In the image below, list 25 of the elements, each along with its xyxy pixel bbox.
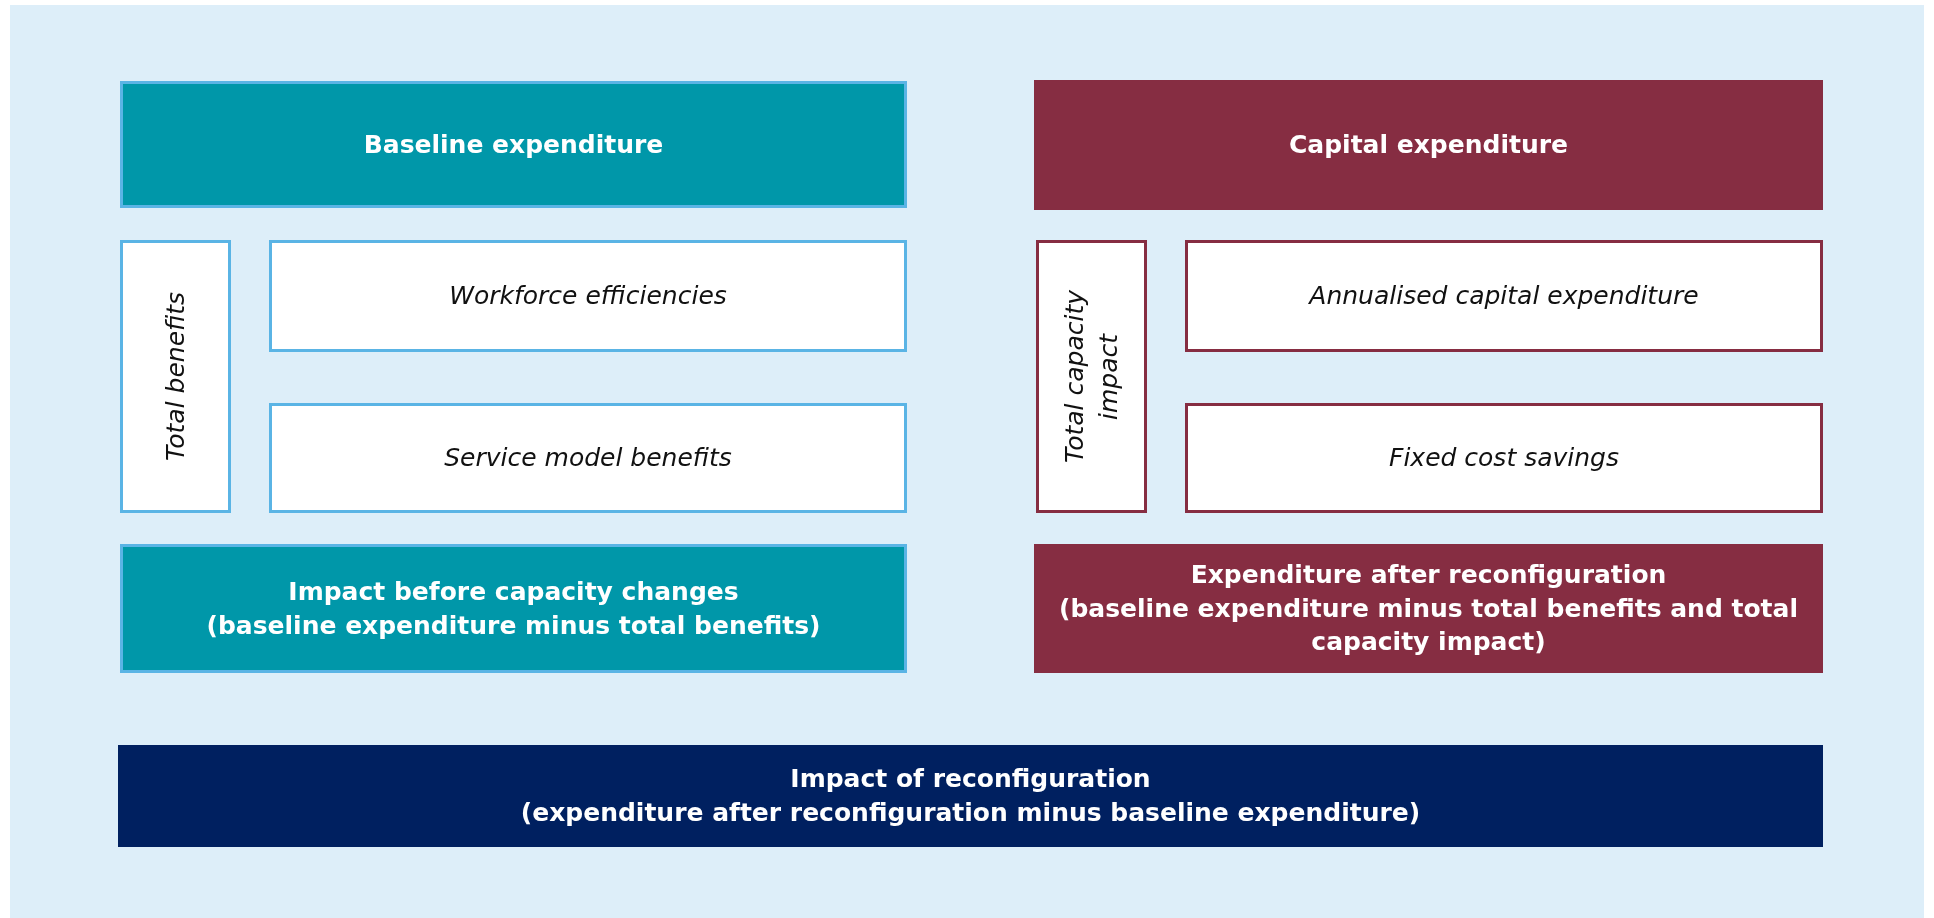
box-title: Annualised capital expenditure [1309, 280, 1699, 313]
box-title: Baseline expenditure [363, 128, 664, 161]
box-title: Impact before capacity changes [288, 575, 739, 608]
side-box [1036, 240, 1147, 513]
result-box [120, 544, 907, 673]
box-title: Total capacity impact [1058, 289, 1124, 466]
item-box [1185, 240, 1823, 352]
item-box [269, 403, 907, 513]
box-subtitle: (baseline expenditure minus total benefits) [206, 609, 821, 642]
box-title: Expenditure after reconfiguration [1190, 558, 1667, 591]
heading-box [1034, 80, 1823, 210]
result-box [1034, 544, 1823, 673]
box-title: Total benefits [159, 292, 191, 461]
box-title: Fixed cost savings [1389, 442, 1619, 475]
box-title: Service model benefits [444, 442, 732, 475]
box-title: Impact of reconfiguration [790, 763, 1151, 796]
heading-box [120, 81, 907, 208]
box-subtitle: (expenditure after reconfiguration minus baseline expenditure) [520, 797, 1421, 829]
side-box [120, 240, 231, 513]
box-subtitle: (baseline expenditure minus total benefits and total capacity impact) [1058, 592, 1799, 659]
summary-box [118, 745, 1823, 847]
box-title: Workforce efficiencies [449, 280, 727, 313]
item-box [1185, 403, 1823, 513]
box-title: Capital expenditure [1289, 129, 1568, 162]
item-box [269, 240, 907, 352]
